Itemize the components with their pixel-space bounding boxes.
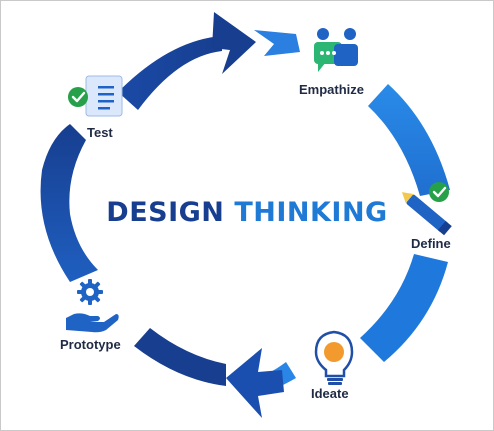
chevron-empathize — [254, 30, 300, 56]
stage-label-empathize: Empathize — [299, 82, 365, 97]
title-word-design: DESIGN — [106, 197, 225, 228]
stage-label-define: Define — [411, 236, 451, 251]
arc-prototype-to-test — [40, 124, 98, 282]
stage-label-ideate: Ideate — [311, 386, 349, 401]
lightbulb-icon — [314, 330, 354, 385]
arc-empathize-to-define — [368, 84, 450, 196]
arc-test-to-empathize — [118, 12, 256, 110]
diagram-title: DESIGN THINKING — [0, 199, 494, 226]
arc-define-to-ideate — [360, 254, 448, 362]
gear-hand-icon — [66, 279, 119, 333]
stage-label-test: Test — [87, 125, 113, 140]
pencil-check-icon — [401, 182, 452, 236]
document-check-icon — [68, 75, 123, 117]
title-word-thinking: THINKING — [234, 197, 388, 228]
chat-bubbles-icon — [314, 28, 358, 72]
arc-ideate-to-prototype — [134, 328, 296, 418]
stage-label-prototype: Prototype — [60, 337, 121, 352]
